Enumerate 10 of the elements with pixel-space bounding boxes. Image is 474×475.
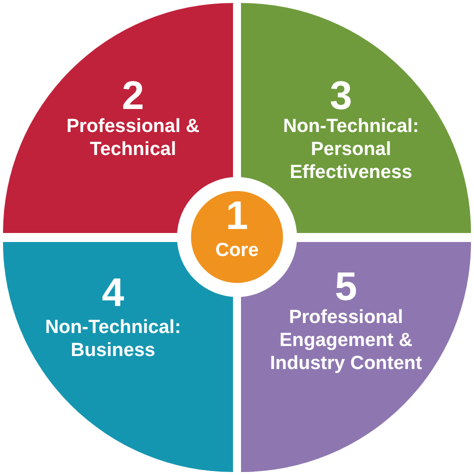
segment-title: Non-Technical: Business (44, 316, 182, 362)
segment-number: 4 (100, 272, 126, 314)
segment-title: Core (214, 239, 260, 262)
segment-number: 2 (120, 75, 146, 117)
segment-number: 1 (224, 195, 250, 237)
segment-title: Professional & Technical (65, 115, 201, 161)
segment-title: Professional Engagement & Industry Content (269, 306, 423, 375)
segment-number: 5 (334, 266, 358, 308)
segment-number: 3 (328, 75, 354, 117)
segment-title: Non-Technical: Personal Effectiveness (282, 115, 420, 184)
